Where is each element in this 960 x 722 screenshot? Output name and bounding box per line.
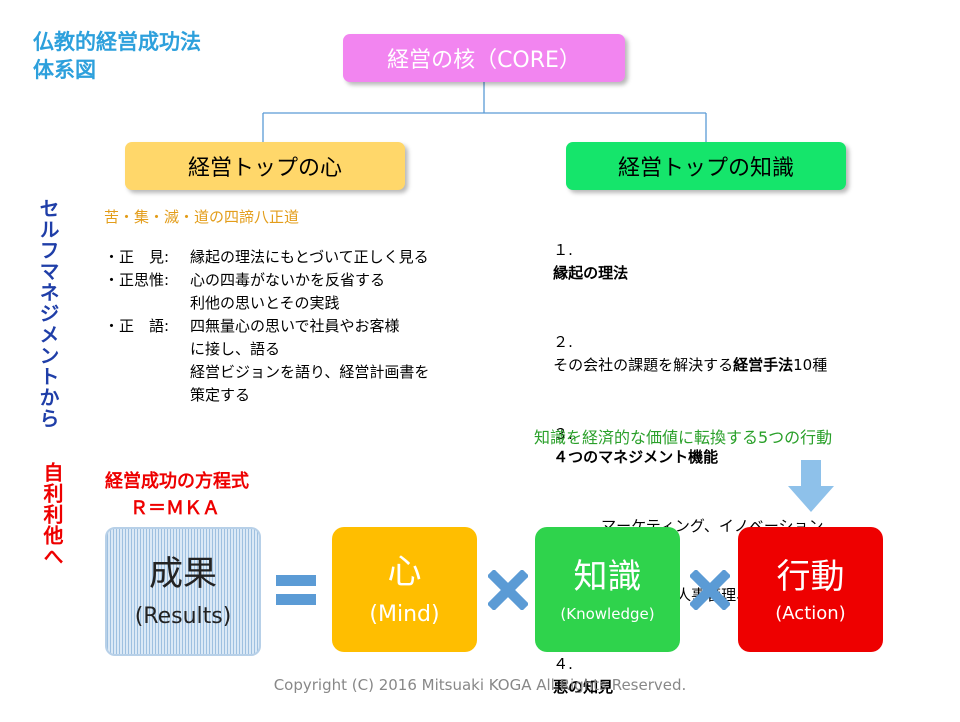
knowledge-item-number: ３. bbox=[553, 425, 573, 443]
equals-icon bbox=[276, 575, 316, 605]
knowledge-item-number: １. bbox=[553, 241, 573, 259]
results-label: 成果 bbox=[149, 553, 217, 594]
heart-item-key bbox=[104, 361, 190, 384]
action-note: 知識を経済的な価値に転換する5つの行動 bbox=[534, 428, 833, 447]
heart-list-item: 利他の思いとその実践 bbox=[104, 292, 429, 315]
mind-sub-label: (Mind) bbox=[369, 601, 440, 627]
multiply-icon bbox=[488, 570, 528, 610]
page-title-line1: 仏教的経営成功法 bbox=[33, 30, 201, 54]
page-title: 仏教的経営成功法 体系図 bbox=[33, 28, 263, 84]
knowledge-item-text: 10種 bbox=[793, 356, 828, 374]
core-box: 経営の核（CORE） bbox=[343, 34, 625, 82]
heart-list-item: ・正思惟: 心の四毒がないかを反省する bbox=[104, 269, 429, 292]
heart-item-value: 縁起の理法にもとづいて正しく見る bbox=[190, 248, 429, 266]
copyright: Copyright (C) 2016 Mitsuaki KOGA All Rig… bbox=[273, 676, 687, 694]
knowledge-item-bold: 縁起の理法 bbox=[553, 264, 629, 282]
heart-box: 経営トップの心 bbox=[125, 142, 405, 190]
knowledge-item-number: ２. bbox=[553, 333, 573, 351]
knowledge-eq-sub-label: (Knowledge) bbox=[560, 604, 655, 623]
heart-item-key bbox=[104, 384, 190, 407]
heart-item-key: ・正 語: bbox=[104, 317, 170, 335]
action-label: 行動 bbox=[776, 556, 845, 597]
heart-item-value: 四無量心の思いで社員やお客様 bbox=[190, 317, 400, 335]
self-and-others-label: 自利利他へ bbox=[40, 462, 64, 567]
heart-subtitle: 苦・集・滅・道の四諦八正道 bbox=[104, 208, 300, 226]
knowledge-item-bold: ４つのマネジメント機能 bbox=[553, 448, 719, 466]
multiply-icon bbox=[690, 570, 730, 610]
knowledge-item-text: その会社の課題を解決する bbox=[553, 356, 734, 374]
knowledge-item-bold: 悪の知見 bbox=[553, 678, 614, 696]
knowledge-item-number: ４. bbox=[553, 655, 573, 673]
knowledge-label: 経営トップの知識 bbox=[617, 156, 794, 181]
heart-item-key bbox=[104, 338, 190, 361]
heart-list-item: 経営ビジョンを語り、経営計画書を bbox=[104, 361, 429, 384]
action-sub-label: (Action) bbox=[775, 602, 846, 624]
mind-label: 心 bbox=[387, 551, 422, 592]
heart-item-value: 心の四毒がないかを反省する bbox=[190, 271, 386, 289]
heart-item-value: に接し、語る bbox=[190, 340, 281, 358]
heart-list-item: 策定する bbox=[104, 384, 429, 407]
heart-item-value: 策定する bbox=[190, 386, 251, 404]
knowledge-equation-box: 知識 (Knowledge) bbox=[535, 527, 680, 652]
knowledge-list-item: ３. ４つのマネジメント機能 bbox=[534, 400, 838, 492]
self-management-label: セルフマネジメントから bbox=[36, 198, 60, 429]
core-label: 経営の核（CORE） bbox=[387, 48, 581, 73]
heart-item-key: ・正 見: bbox=[104, 248, 170, 266]
knowledge-list-item: ４. 悪の知見 bbox=[534, 630, 838, 722]
page-title-line2: 体系図 bbox=[33, 58, 96, 82]
action-box: 行動 (Action) bbox=[738, 527, 883, 652]
results-box: 成果 (Results) bbox=[105, 527, 261, 656]
down-arrow-icon bbox=[788, 460, 834, 512]
heart-item-key: ・正思惟: bbox=[104, 271, 170, 289]
heart-label: 経営トップの心 bbox=[187, 156, 342, 181]
knowledge-list-item: １. 縁起の理法 bbox=[534, 216, 838, 308]
heart-list-item: ・正 語: 四無量心の思いで社員やお客様 bbox=[104, 315, 429, 338]
equation-formula: Ｒ＝ＭＫＡ bbox=[130, 498, 220, 519]
knowledge-list-item: ２. その会社の課題を解決する経営手法10種 bbox=[534, 308, 838, 400]
knowledge-item-bold: 経営手法 bbox=[733, 356, 794, 374]
knowledge-box: 経営トップの知識 bbox=[566, 142, 846, 190]
tree-connector bbox=[262, 82, 707, 142]
heart-item-value: 経営ビジョンを語り、経営計画書を bbox=[190, 363, 430, 381]
equation-title: 経営成功の方程式 bbox=[105, 471, 249, 492]
heart-list: ・正 見: 縁起の理法にもとづいて正しく見る ・正思惟: 心の四毒がないかを反省… bbox=[104, 246, 429, 407]
mind-box: 心 (Mind) bbox=[332, 527, 477, 652]
heart-list-item: に接し、語る bbox=[104, 338, 429, 361]
knowledge-eq-label: 知識 bbox=[573, 556, 642, 597]
heart-list-item: ・正 見: 縁起の理法にもとづいて正しく見る bbox=[104, 246, 429, 269]
heart-item-key bbox=[104, 292, 190, 315]
results-sub-label: (Results) bbox=[134, 603, 232, 629]
heart-item-value: 利他の思いとその実践 bbox=[190, 294, 340, 312]
